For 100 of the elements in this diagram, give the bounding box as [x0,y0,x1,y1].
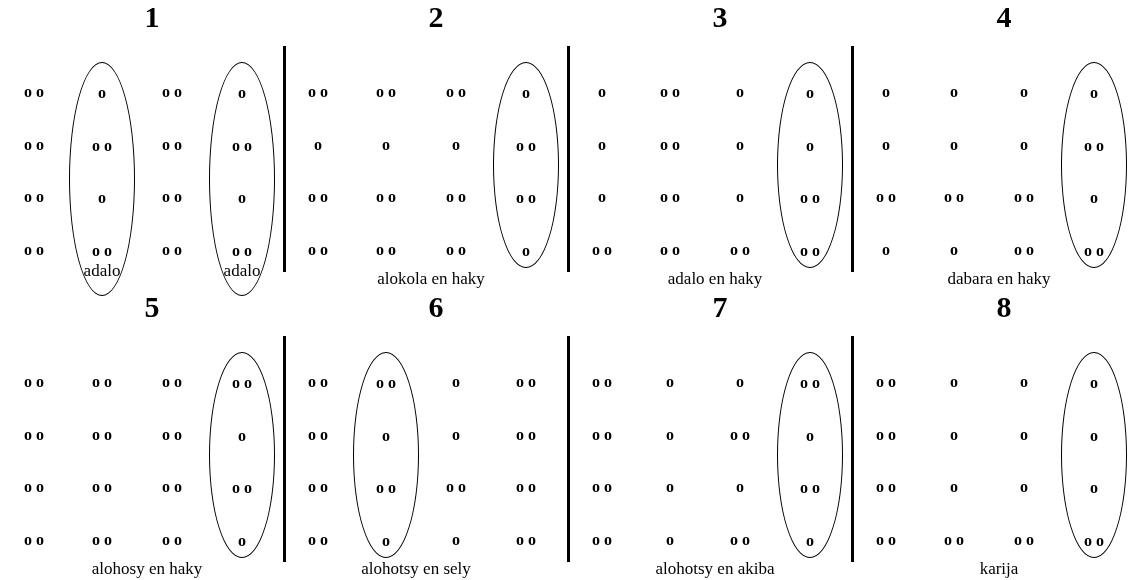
mark-text: o [452,136,460,154]
mark-text: o o [1084,242,1104,260]
mark-text: o o [592,531,612,549]
mark-text: o o [592,426,612,444]
mark-text: o [666,531,674,549]
mark-text: o [1090,189,1098,207]
panel-number: 3 [712,0,728,34]
mark-text: o [882,83,890,101]
mark-text: o [382,427,390,445]
mark-text: o o [232,374,252,392]
mark-text: o [950,136,958,154]
mark-text: o o [24,478,44,496]
mark-text: o [598,188,606,206]
caption-text: alohosy en haky [91,559,203,579]
mark-text: o o [162,426,182,444]
mark-text: o [1020,83,1028,101]
mark-text: o [666,426,674,444]
mark-text: o [1020,373,1028,391]
mark-text: o [806,137,814,155]
mark-text: o o [730,531,750,549]
mark-text: o o [376,241,396,259]
mark-text: o [98,189,106,207]
mark-text: o [1090,427,1098,445]
mark-text: o o [24,241,44,259]
mark-text: o [806,532,814,550]
mark-text: o o [516,189,536,207]
mark-text: o o [24,426,44,444]
mark-text: o [736,478,744,496]
mark-text: o [736,373,744,391]
mark-text: o o [944,531,964,549]
mark-text: o [666,478,674,496]
mark-text: o o [592,373,612,391]
mark-text: o o [162,241,182,259]
mark-text: o o [376,188,396,206]
mark-text: o o [162,136,182,154]
mark-text: o [314,136,322,154]
mark-text: o o [308,373,328,391]
mark-text: o o [944,188,964,206]
mark-text: o o [660,83,680,101]
mark-text: o o [516,478,536,496]
mark-text: o o [232,242,252,260]
mark-text: o o [308,426,328,444]
mark-text: o [598,136,606,154]
mark-text: o [1090,374,1098,392]
mark-text: o [238,427,246,445]
mark-text: o o [308,83,328,101]
caption-text: dabara en haky [947,269,1051,289]
mark-text: o [950,241,958,259]
mark-text: o o [376,374,396,392]
mark-text: o o [800,374,820,392]
mark-text: o o [800,242,820,260]
caption-text: alohotsy en sely [361,559,471,579]
caption-text: adalo [223,261,261,281]
mark-text: o [452,426,460,444]
mark-text: o o [92,478,112,496]
mark-text: o o [162,373,182,391]
mark-text: o [452,373,460,391]
mark-text: o [950,373,958,391]
mark-text: o o [24,531,44,549]
mark-text: o o [1014,188,1034,206]
mark-text: o [950,83,958,101]
mark-text: o o [516,426,536,444]
mark-text: o o [24,188,44,206]
mark-text: o o [800,479,820,497]
mark-text: o o [308,478,328,496]
mark-text: o o [446,478,466,496]
mark-text: o o [516,137,536,155]
mark-text: o o [660,241,680,259]
panel-number: 6 [428,290,444,324]
caption-text: adalo [83,261,121,281]
mark-text: o [882,241,890,259]
mark-text: o o [876,188,896,206]
panel-number: 5 [144,290,160,324]
mark-text: o o [876,478,896,496]
mark-text: o o [660,188,680,206]
mark-text: o [806,84,814,102]
mark-text: o [950,478,958,496]
mark-text: o [806,427,814,445]
mark-text: o o [232,479,252,497]
mark-text: o [238,189,246,207]
mark-text: o [666,373,674,391]
mark-text: o o [592,478,612,496]
mark-text: o o [876,373,896,391]
caption-text: karija [979,559,1019,579]
mark-text: o o [308,188,328,206]
mark-text: o [382,136,390,154]
panel-number: 7 [712,290,728,324]
caption-text: alokola en haky [377,269,485,289]
mark-text: o o [516,373,536,391]
panel-number: 2 [428,0,444,34]
mark-text: o o [1084,532,1104,550]
mark-text: o o [1084,137,1104,155]
mark-text: o o [446,188,466,206]
mark-text: o [736,136,744,154]
mark-text: o [238,532,246,550]
mark-text: o o [24,136,44,154]
mark-text: o o [162,188,182,206]
mark-text: o o [92,531,112,549]
mark-text: o o [376,479,396,497]
mark-text: o o [162,83,182,101]
